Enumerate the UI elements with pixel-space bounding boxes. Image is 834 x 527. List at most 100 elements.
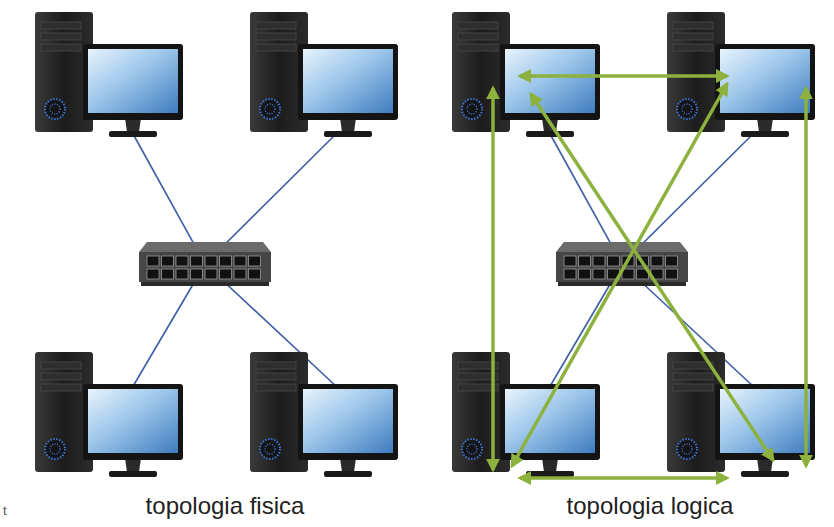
switch-port (651, 256, 663, 266)
monitor-screen (88, 389, 178, 453)
monitor-base (741, 131, 789, 137)
tower-fan (260, 99, 280, 119)
monitor-screen (720, 49, 810, 113)
switch-port (234, 269, 246, 279)
drive-bay (458, 22, 498, 29)
switch-top (139, 242, 271, 252)
monitor-stand (757, 458, 773, 472)
switch-port (220, 256, 232, 266)
monitor-screen (303, 49, 393, 113)
topology-panel (35, 12, 398, 477)
drive-bay (458, 44, 498, 51)
switch-port (147, 269, 159, 279)
switch-port (220, 269, 232, 279)
monitor-stand (125, 458, 141, 472)
monitor-screen (505, 49, 595, 113)
cut-off-letter: t (3, 503, 7, 518)
tower-fan (260, 439, 280, 459)
tower-fan (467, 444, 477, 454)
drive-bay (41, 33, 81, 40)
logical-links (493, 76, 806, 478)
drive-bay (256, 22, 296, 29)
switch-port (579, 269, 591, 279)
drive-bay (41, 373, 81, 380)
drive-bay (673, 373, 713, 380)
switch-port (176, 269, 188, 279)
switch-port (205, 256, 217, 266)
monitor-base (741, 471, 789, 477)
monitor-stand (542, 458, 558, 472)
drive-bay (673, 44, 713, 51)
monitor-bezel (298, 44, 398, 120)
tower-fan (50, 104, 60, 114)
monitor-stand (125, 118, 141, 132)
logical-link-arrow (531, 94, 773, 460)
monitor-screen (303, 389, 393, 453)
drive-bay (673, 384, 713, 391)
caption-label: topologia fisica (146, 492, 305, 520)
logical-link-arrow (520, 476, 727, 480)
switch-port (666, 269, 678, 279)
drive-bay (673, 33, 713, 40)
switch-port (205, 269, 217, 279)
monitor-stand (340, 118, 356, 132)
monitor-base (109, 131, 157, 137)
tower-fan (682, 444, 692, 454)
monitor-base (526, 131, 574, 137)
monitor-bezel (83, 384, 183, 460)
network-switch (556, 242, 688, 286)
tower-fan (265, 104, 275, 114)
monitor-stand (340, 458, 356, 472)
logical-link-arrow (491, 88, 495, 470)
monitor-base (526, 471, 574, 477)
tower-fan (50, 444, 60, 454)
switch-port (176, 256, 188, 266)
switch-port (608, 256, 620, 266)
logical-link-arrow (512, 84, 727, 466)
switch-port (191, 256, 203, 266)
drive-bay (256, 44, 296, 51)
tower-fan (45, 99, 65, 119)
computer-icon (35, 352, 183, 477)
monitor-base (324, 131, 372, 137)
tower-fan (677, 99, 697, 119)
monitor-bezel (715, 44, 815, 120)
drive-bay (256, 33, 296, 40)
drive-bay (256, 362, 296, 369)
monitor-stand (757, 118, 773, 132)
tower-fan (682, 104, 692, 114)
monitor-screen (88, 49, 178, 113)
tower-fan (467, 104, 477, 114)
topology-panel (452, 12, 815, 477)
monitor-bezel (83, 44, 183, 120)
switch-port (564, 256, 576, 266)
tower-fan (677, 439, 697, 459)
logical-link-arrow (804, 88, 808, 466)
drive-bay (256, 373, 296, 380)
switch-top (556, 242, 688, 252)
switch-port (234, 256, 246, 266)
caption-label: topologia logica (567, 492, 734, 520)
switch-port (564, 269, 576, 279)
switch-port (666, 256, 678, 266)
computer-icon (250, 352, 398, 477)
drive-bay (41, 384, 81, 391)
monitor-base (109, 471, 157, 477)
tower-fan (265, 444, 275, 454)
drive-bay (458, 33, 498, 40)
switch-front (139, 252, 271, 282)
tower-fan (45, 439, 65, 459)
drive-bay (256, 384, 296, 391)
network-switch (139, 242, 271, 286)
computer-icon (250, 12, 398, 137)
switch-port (249, 269, 261, 279)
monitor-bezel (298, 384, 398, 460)
switch-bottom (558, 282, 686, 286)
drive-bay (41, 22, 81, 29)
drive-bay (41, 44, 81, 51)
computer-icon (35, 12, 183, 137)
tower-fan (462, 99, 482, 119)
tower-fan (462, 439, 482, 459)
switch-port (249, 256, 261, 266)
